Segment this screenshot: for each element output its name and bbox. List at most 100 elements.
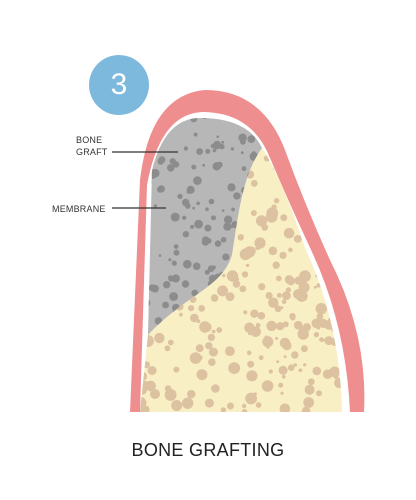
bone-particle	[268, 369, 273, 374]
bone-particle	[323, 150, 334, 161]
graft-particle	[210, 143, 216, 149]
bone-particle	[319, 225, 327, 233]
graft-particle	[223, 215, 233, 224]
graft-particle	[191, 164, 197, 170]
bone-particle	[243, 310, 248, 315]
graft-particle	[238, 133, 247, 142]
bone-particle	[248, 331, 252, 336]
bone-particle	[301, 406, 311, 412]
bone-particle	[291, 351, 299, 359]
bone-particle	[255, 245, 261, 251]
bone-particle	[261, 380, 274, 392]
bone-particle	[140, 403, 146, 412]
bone-particle	[298, 368, 303, 373]
bone-particle	[339, 192, 342, 199]
bone-particle	[250, 210, 257, 216]
graft-particle	[220, 236, 227, 243]
bone-particle	[255, 402, 262, 408]
graft-particle	[211, 265, 216, 270]
graft-particle	[173, 249, 180, 256]
bone-particle	[173, 366, 180, 373]
bone-particle	[210, 294, 219, 302]
graft-particle	[194, 219, 204, 229]
bone-particle	[245, 263, 250, 268]
bone-particle	[303, 397, 315, 408]
bone-particle	[338, 258, 342, 267]
bone-particle	[333, 148, 338, 153]
bone-particle	[204, 398, 214, 408]
bone-particle	[313, 285, 317, 289]
step-number-badge: 3	[89, 55, 149, 115]
bone-particle	[147, 366, 157, 375]
bone-particle	[273, 198, 280, 204]
bone-particle	[293, 235, 302, 243]
bone-particle	[205, 342, 213, 350]
bone-particle	[265, 292, 273, 299]
graft-particle	[222, 253, 230, 261]
graft-particle	[241, 166, 247, 172]
graft-particle	[162, 301, 170, 309]
bone-particle	[255, 322, 261, 328]
bone-particle	[343, 286, 347, 290]
bone-particle	[195, 344, 204, 353]
bone-particle	[232, 280, 241, 288]
bone-particle	[222, 273, 226, 278]
graft-particle	[251, 151, 256, 156]
graft-particle	[182, 231, 190, 238]
bone-particle	[332, 192, 342, 203]
graft-particle	[249, 138, 254, 143]
bone-particle	[247, 360, 255, 368]
graft-particle	[167, 164, 175, 172]
graft-particle	[193, 176, 202, 185]
graft-particle	[223, 222, 232, 231]
graft-particle	[190, 118, 198, 123]
bone-particle	[335, 256, 342, 265]
bone-particle	[241, 271, 249, 278]
bone-particle	[285, 287, 292, 293]
bone-particle	[250, 180, 258, 187]
membrane-label: MEMBRANE	[52, 204, 106, 214]
bone-particle	[241, 403, 247, 409]
bone-particle	[164, 388, 177, 401]
graft-particle	[205, 207, 209, 211]
bone-particle	[343, 148, 347, 152]
graft-particle	[150, 168, 160, 178]
graft-particle	[182, 215, 187, 220]
bone-particle	[250, 326, 261, 338]
graft-particle	[190, 224, 195, 229]
graft-particle	[216, 135, 219, 138]
bone-particle	[268, 246, 278, 256]
graft-particle	[204, 269, 210, 275]
bone-particle	[164, 345, 171, 352]
bone-particle	[264, 335, 269, 340]
bone-particle	[226, 270, 239, 282]
graft-particle	[177, 193, 183, 199]
bone-particle	[324, 336, 334, 346]
bone-particle	[281, 299, 287, 305]
bone-particle	[145, 380, 156, 392]
step-number: 3	[110, 68, 128, 101]
bone-particle	[282, 291, 291, 300]
bone-particle	[289, 312, 296, 320]
bone-particle	[307, 378, 315, 386]
bone-particle	[316, 172, 324, 180]
graft-particle	[233, 192, 241, 200]
graft-particle	[170, 212, 180, 222]
graft-particle	[221, 140, 225, 144]
bone-particle	[282, 321, 289, 328]
bone-particle	[288, 247, 293, 253]
bone-particle	[322, 202, 332, 212]
bone-particle	[278, 382, 284, 388]
graft-particle	[212, 148, 217, 153]
bone-particle	[316, 148, 327, 153]
bone-particle	[171, 400, 183, 411]
bone-particle	[320, 186, 328, 194]
bone-particle	[280, 214, 288, 222]
graft-particle	[171, 260, 177, 266]
bone-particle	[311, 318, 322, 329]
bone-particle	[256, 215, 268, 227]
bone-particle	[260, 312, 264, 316]
graft-particle	[157, 158, 164, 165]
bone-particle	[179, 312, 183, 317]
bone-particle	[140, 148, 146, 156]
